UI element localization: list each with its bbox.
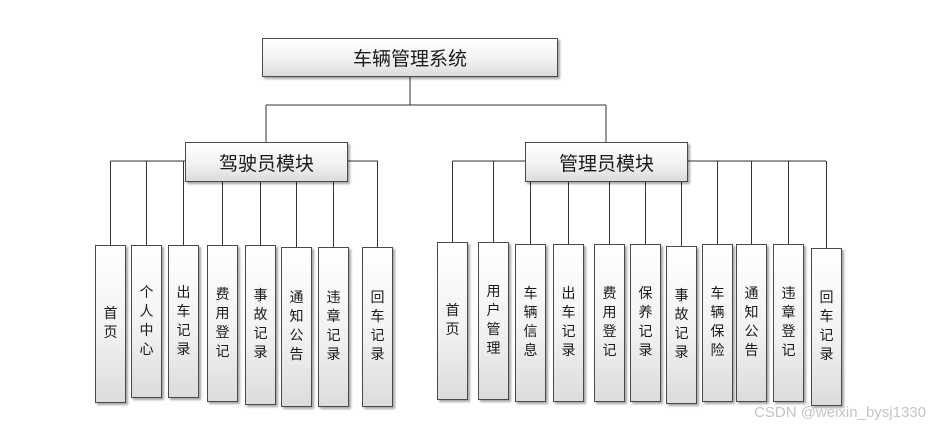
module-1-leaf-10-label: 回车记录: [819, 290, 834, 363]
module-1-leaf-10: 回车记录: [811, 248, 842, 406]
module-0-leaf-5-label: 通知公告: [289, 290, 304, 363]
module-box-0-label: 驾驶员模块: [218, 152, 314, 175]
watermark: CSDN @weixin_bysj1330: [754, 404, 926, 421]
module-1-leaf-1-label: 用户管理: [486, 284, 501, 357]
module-1-leaf-0-label: 首页: [445, 303, 460, 338]
module-1-leaf-5-label: 保养记录: [638, 286, 653, 359]
module-1-leaf-6: 事故记录: [666, 246, 697, 404]
module-1-leaf-1: 用户管理: [478, 242, 509, 400]
module-1-leaf-4-label: 费用登记: [602, 286, 617, 359]
module-0-leaf-4: 事故记录: [245, 245, 276, 405]
module-0-leaf-2: 出车记录: [168, 245, 199, 398]
module-1-leaf-7-label: 车辆保险: [710, 286, 725, 359]
module-0-leaf-1-label: 个人中心: [139, 284, 154, 358]
module-1-leaf-9: 违章登记: [773, 244, 804, 402]
module-0-leaf-3: 费用登记: [207, 245, 238, 402]
module-0-leaf-1: 个人中心: [131, 245, 162, 398]
module-0-leaf-6: 违章记录: [318, 247, 349, 407]
module-0-leaf-7-label: 回车记录: [370, 290, 385, 363]
module-0-leaf-5: 通知公告: [281, 247, 312, 407]
module-0-leaf-0-label: 首页: [103, 306, 118, 341]
module-1-leaf-9-label: 违章登记: [781, 286, 796, 359]
module-1-leaf-8: 通知公告: [736, 244, 767, 402]
module-1-leaf-3: 出车记录: [553, 244, 584, 402]
root-box-label: 车辆管理系统: [352, 48, 467, 70]
module-1-leaf-7: 车辆保险: [702, 244, 733, 402]
module-1-leaf-5: 保养记录: [630, 244, 661, 402]
module-1-leaf-0: 首页: [437, 242, 468, 400]
module-1-leaf-4: 费用登记: [594, 244, 625, 402]
module-1-leaf-6-label: 事故记录: [674, 288, 689, 361]
module-box-1-label: 管理员模块: [558, 152, 654, 175]
root-box: 车辆管理系统: [262, 38, 558, 77]
module-box-1: 管理员模块: [525, 142, 688, 182]
module-0-leaf-0: 首页: [95, 245, 126, 403]
module-0-leaf-4-label: 事故记录: [253, 288, 268, 361]
module-0-leaf-7: 回车记录: [362, 247, 393, 407]
module-0-leaf-2-label: 出车记录: [176, 284, 191, 358]
module-1-leaf-2-label: 车辆信息: [523, 286, 538, 359]
module-0-leaf-3-label: 费用登记: [215, 286, 230, 360]
module-box-0: 驾驶员模块: [185, 142, 348, 182]
module-1-leaf-3-label: 出车记录: [561, 286, 576, 359]
module-1-leaf-8-label: 通知公告: [744, 286, 759, 359]
module-1-leaf-2: 车辆信息: [515, 244, 546, 402]
module-0-leaf-6-label: 违章记录: [326, 290, 341, 363]
